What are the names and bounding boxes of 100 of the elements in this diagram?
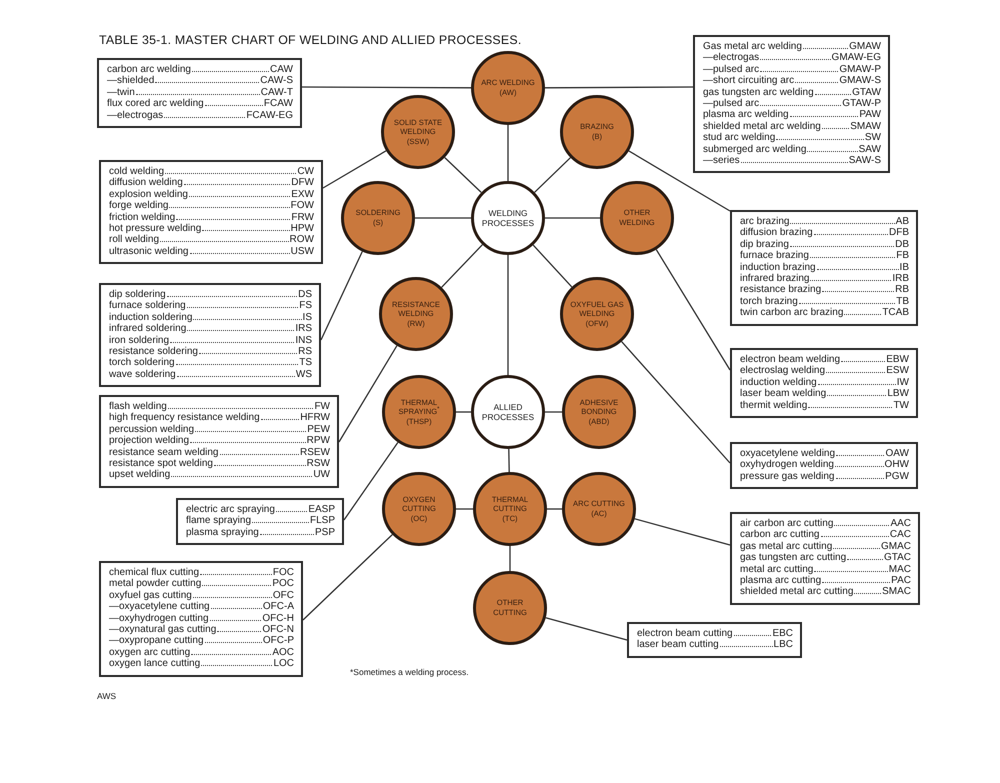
process-abbreviation: PSP <box>314 526 335 538</box>
process-abbreviation: GMAW-P <box>839 64 881 76</box>
connector-line <box>456 508 473 510</box>
process-abbreviation: RS <box>298 346 312 358</box>
process-abbreviation: FOC <box>272 567 294 578</box>
process-name: carbon arc welding <box>107 64 191 76</box>
connector-line <box>546 617 628 641</box>
process-name: metal powder cutting <box>109 578 202 590</box>
connector-line <box>545 86 693 88</box>
process-name: ultrasonic welding <box>109 246 188 258</box>
process-abbreviation: TB <box>896 296 909 308</box>
process-abbreviation: FRW <box>291 212 314 224</box>
category-circle <box>471 181 545 255</box>
process-name: ALLIED PROCESSES <box>480 402 536 422</box>
process-abbreviation: DB <box>895 238 909 250</box>
process-abbreviation: PAC <box>891 575 911 586</box>
process-abbreviation: OHW <box>884 459 909 471</box>
process-name: electron beam welding <box>740 354 840 366</box>
process-abbreviation: TW <box>893 400 909 412</box>
process-name: chemical flux cutting <box>109 567 200 578</box>
process-name: friction welding <box>109 212 176 224</box>
connector-line <box>415 217 471 219</box>
process-abbreviation: SW <box>864 132 881 144</box>
process-name: infrared soldering <box>109 323 186 335</box>
process-abbreviation: HPW <box>290 223 314 234</box>
process-abbreviation: EASP <box>308 504 335 516</box>
process-abbreviation: GTAC <box>884 552 911 564</box>
process-name: resistance brazing <box>740 284 822 296</box>
process-name: shielded metal arc cutting <box>740 586 854 598</box>
process-abbreviation: EBW <box>886 354 909 366</box>
process-list-box <box>176 498 344 546</box>
process-abbreviation: GMAW-EG <box>832 52 881 64</box>
process-name: flux cored arc welding <box>107 98 204 110</box>
process-name: diffusion welding <box>109 177 183 189</box>
process-abbreviation: CAW-T <box>260 86 293 98</box>
process-abbreviation: GMAW-S <box>839 75 881 87</box>
process-abbreviation: AOC <box>272 646 294 658</box>
process-name: laser beam cutting <box>637 639 719 651</box>
connector-line <box>545 411 562 413</box>
process-name: induction brazing <box>740 262 816 274</box>
process-abbreviation: POC <box>272 578 294 590</box>
process-name: flame spraying <box>186 515 252 527</box>
process-name: oxygen arc cutting <box>109 646 190 658</box>
process-abbreviation: RSW <box>306 458 330 470</box>
process-abbreviation: DFW <box>291 177 314 189</box>
process-abbreviation: USW <box>290 246 314 258</box>
process-abbreviation: IS <box>302 312 312 324</box>
process-name: shielded metal arc welding <box>703 120 821 132</box>
process-abbreviation: SMAW <box>850 120 881 132</box>
process-abbreviation: RSEW <box>300 446 330 458</box>
process-abbreviation: EXW <box>291 188 314 200</box>
process-name: gas metal arc cutting <box>740 540 832 552</box>
process-name: induction welding <box>740 376 817 388</box>
process-name: resistance soldering <box>109 346 198 358</box>
source-note: AWS <box>97 691 116 701</box>
process-name: laser beam welding <box>740 388 826 400</box>
process-abbreviation: INS <box>295 334 312 346</box>
process-name: —electrogas <box>107 110 164 122</box>
process-name: plasma arc welding <box>703 109 789 121</box>
process-name: —short circuiting arc <box>703 75 794 87</box>
process-abbreviation: GMAC <box>881 540 911 552</box>
connector-line <box>621 341 730 464</box>
process-name: —pulsed arc <box>703 64 760 76</box>
connector-line <box>545 217 600 219</box>
process-abbreviation: LOC <box>273 658 294 670</box>
process-name: stud arc welding <box>703 132 776 144</box>
process-abbreviation: PGW <box>885 470 909 482</box>
connector-line <box>343 442 398 520</box>
process-name: plasma spraying <box>186 526 259 538</box>
process-name: oxygen lance cutting <box>109 658 200 670</box>
process-name: metal arc cutting <box>740 564 814 576</box>
connector-line <box>322 150 386 189</box>
connector-line <box>320 251 363 340</box>
connector-line <box>656 249 731 370</box>
process-abbreviation: OFC <box>272 590 294 602</box>
process-name: —oxypropane cutting <box>109 635 204 647</box>
process-abbreviation: OFC-N <box>262 624 294 636</box>
footnote: *Sometimes a welding process. <box>350 667 469 677</box>
process-abbreviation: LBC <box>774 639 793 651</box>
process-abbreviation: TS <box>299 357 312 369</box>
process-name: upset welding <box>109 469 170 481</box>
process-name: air carbon arc cutting <box>740 518 834 530</box>
connector-line <box>444 157 482 193</box>
process-name: dip brazing <box>740 238 789 250</box>
process-name: induction soldering <box>109 312 192 324</box>
process-name: WELDING PROCESSES <box>480 208 536 228</box>
process-abbreviation: OFC-P <box>262 635 294 647</box>
connector-line <box>507 255 509 375</box>
process-abbreviation: GMAW <box>849 41 881 52</box>
process-abbreviation: AAC <box>890 518 911 530</box>
process-abbreviation: AB <box>896 216 909 228</box>
connector-line <box>509 546 511 571</box>
process-abbreviation: UW <box>313 469 330 481</box>
process-name: oxyfuel gas cutting <box>109 590 192 602</box>
process-abbreviation: MAC <box>888 564 911 576</box>
process-name: arc brazing <box>740 216 790 228</box>
process-name: resistance spot welding <box>109 458 213 470</box>
process-name: twin carbon arc brazing <box>740 307 844 319</box>
process-abbreviation: IRB <box>892 273 909 284</box>
process-abbreviation: WS <box>296 368 312 380</box>
